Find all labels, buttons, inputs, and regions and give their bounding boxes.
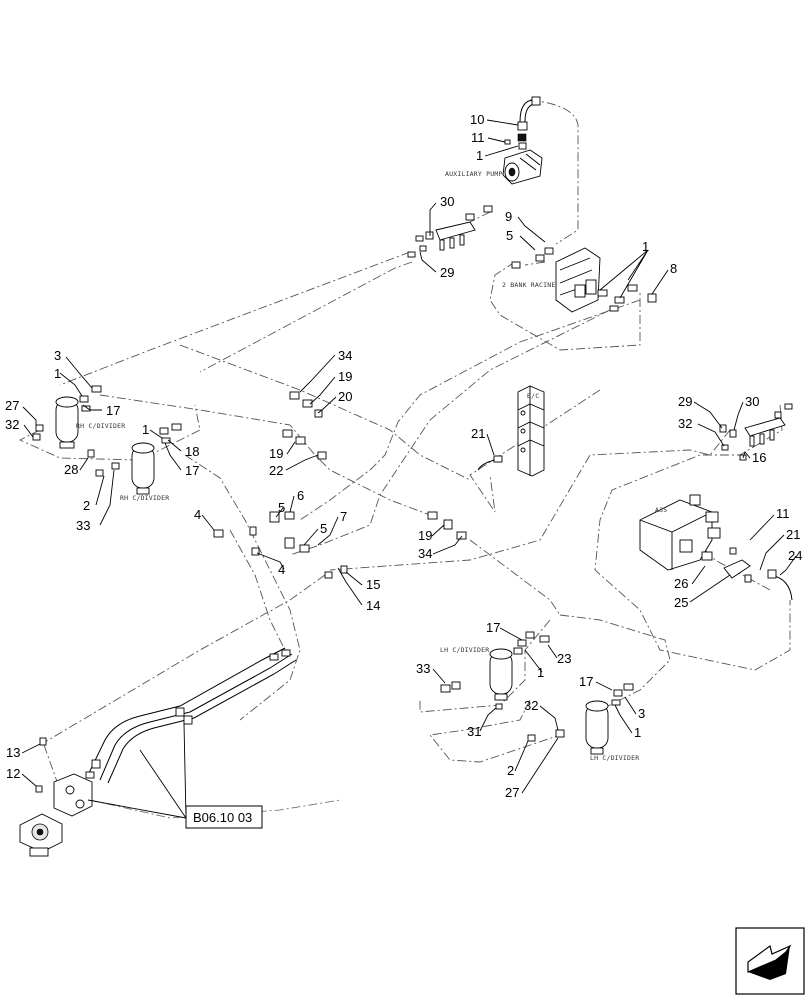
callout-23: 23: [557, 651, 571, 666]
callout-15: 15: [366, 577, 380, 592]
callout-33: 33: [416, 661, 430, 676]
callout-28: 28: [64, 462, 78, 477]
callout-1: 1: [634, 725, 641, 740]
callout-17: 17: [579, 674, 593, 689]
callout-2: 2: [83, 498, 90, 513]
callout-1: 1: [142, 422, 149, 437]
callout-27: 27: [5, 398, 19, 413]
callout-17: 17: [185, 463, 199, 478]
callout-1: 1: [642, 239, 649, 254]
rh-divider-label-1: RH C/DIVIDER: [76, 422, 125, 430]
callout-16: 16: [752, 450, 766, 465]
callout-24: 24: [788, 548, 802, 563]
reference-text: B06.10 03: [193, 810, 252, 825]
center-fittings: [213, 391, 467, 579]
callout-31: 31: [467, 724, 481, 739]
callout-18: 18: [185, 444, 199, 459]
reference-link-b06-10-03[interactable]: B06.10 03: [185, 805, 263, 829]
callout-29: 29: [440, 265, 454, 280]
callout-3: 3: [638, 706, 645, 721]
callout-25: 25: [674, 595, 688, 610]
callout-4: 4: [194, 507, 201, 522]
callout-29: 29: [678, 394, 692, 409]
callout-17: 17: [486, 620, 500, 635]
callout-4: 4: [278, 562, 285, 577]
diverter-valve-top: [407, 205, 493, 258]
callout-27: 27: [505, 785, 519, 800]
callout-34: 34: [418, 546, 432, 561]
callout-8: 8: [670, 261, 677, 276]
bc-valve-stack: [477, 385, 545, 477]
callout-19: 19: [418, 528, 432, 543]
callout-19: 19: [269, 446, 283, 461]
callout-26: 26: [674, 576, 688, 591]
callout-numbers: 10 11 1 30 29 9 5 1 8 3 1 17 27 32 28 1 …: [5, 112, 802, 800]
callout-21: 21: [786, 527, 800, 542]
two-bank-racine-valve: [511, 247, 657, 313]
leader-lines: [21, 119, 797, 819]
callout-33: 33: [76, 518, 90, 533]
rh-divider-label-2: RH C/DIVIDER: [120, 494, 169, 502]
callout-3: 3: [54, 348, 61, 363]
callout-30: 30: [745, 394, 759, 409]
callout-9: 9: [505, 209, 512, 224]
callout-1: 1: [537, 665, 544, 680]
callout-10: 10: [470, 112, 484, 127]
callout-11: 11: [471, 130, 485, 145]
callout-21: 21: [471, 426, 485, 441]
callout-6: 6: [297, 488, 304, 503]
auxiliary-pump: [502, 96, 543, 185]
callout-2: 2: [507, 763, 514, 778]
lh-flow-divider-1: [440, 631, 550, 710]
callout-20: 20: [338, 389, 352, 404]
lh-divider-label-2: LH C/DIVIDER: [590, 754, 639, 762]
callout-12: 12: [6, 766, 20, 781]
lh-divider-label-1: LH C/DIVIDER: [440, 646, 489, 654]
callout-30: 30: [440, 194, 454, 209]
a35-label: A35: [655, 506, 667, 514]
callout-32: 32: [5, 417, 19, 432]
callout-11: 11: [776, 506, 790, 521]
callout-5: 5: [278, 500, 285, 515]
callout-13: 13: [6, 745, 20, 760]
callout-32: 32: [678, 416, 692, 431]
fittings-12-13: [35, 737, 47, 793]
a35-valve-block: [639, 494, 793, 601]
callout-1: 1: [476, 148, 483, 163]
callout-7: 7: [340, 509, 347, 524]
lh-flow-divider-2: [527, 683, 634, 755]
callout-5: 5: [506, 228, 513, 243]
callout-22: 22: [269, 463, 283, 478]
arrow-nav-icon[interactable]: [735, 927, 805, 995]
callout-1: 1: [54, 366, 61, 381]
rh-flow-divider-2: [95, 423, 182, 495]
callout-19: 19: [338, 369, 352, 384]
auxiliary-pump-label: AUXILIARY PUMP: [445, 170, 503, 178]
callout-17: 17: [106, 403, 120, 418]
callout-32: 32: [524, 698, 538, 713]
callout-14: 14: [366, 598, 380, 613]
rh-flow-divider-1: [32, 385, 102, 458]
callout-5: 5: [320, 521, 327, 536]
steering-hose-assembly: [85, 647, 297, 784]
two-bank-racine-label: 2 BANK RACINE: [502, 281, 555, 289]
bc-label: B/C: [527, 392, 539, 400]
callout-34: 34: [338, 348, 352, 363]
steering-block: [19, 773, 93, 857]
